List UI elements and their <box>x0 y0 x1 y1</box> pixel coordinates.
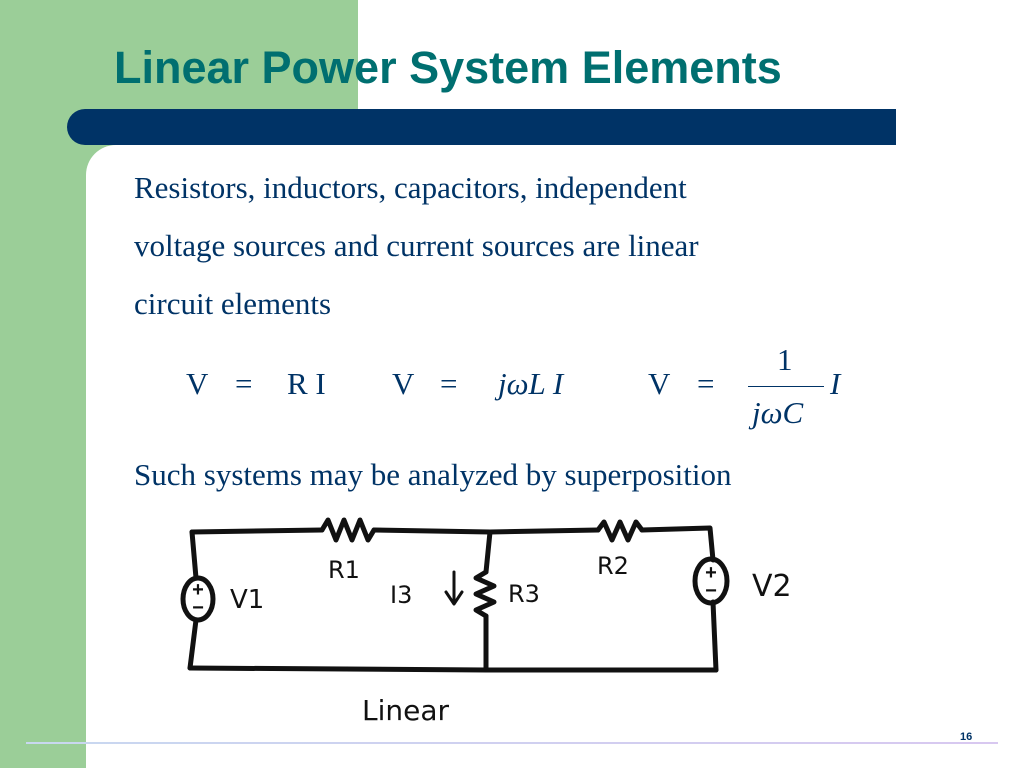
label-v1: V1 <box>230 585 264 615</box>
resistor-r1 <box>319 517 377 543</box>
body-line: voltage sources and current sources are … <box>134 228 699 263</box>
label-r2: R2 <box>597 552 629 580</box>
title-bar <box>67 109 896 145</box>
eq3-lhs: V <box>648 366 671 401</box>
resistor-r2 <box>595 519 645 543</box>
eq3-factor: I <box>830 366 841 401</box>
eq2-lhs: V <box>392 366 415 401</box>
wire <box>639 525 716 563</box>
eq3-numerator: 1 <box>777 342 793 377</box>
eq1-lhs: V <box>186 366 209 401</box>
label-i3: I3 <box>390 581 412 609</box>
v1-minus-sign: − <box>192 597 204 619</box>
body-line: Resistors, inductors, capacitors, indepe… <box>134 170 687 205</box>
wire <box>189 529 199 581</box>
wire <box>189 527 325 535</box>
v2-minus-sign: − <box>705 580 717 602</box>
v2-plus-sign: + <box>705 562 717 584</box>
wire <box>710 599 719 673</box>
label-r3: R3 <box>508 580 540 608</box>
wire <box>371 527 601 535</box>
resistor-r3 <box>473 569 497 619</box>
label-linear: Linear <box>362 694 450 727</box>
wire <box>187 617 199 671</box>
eq1-rhs: R I <box>287 366 326 401</box>
voltage-source-v2 <box>692 556 730 606</box>
eq2-equals: = <box>440 366 458 401</box>
content-area <box>86 145 1024 768</box>
label-v2: V2 <box>752 569 792 604</box>
wire <box>187 665 719 673</box>
body-paragraph: Resistors, inductors, capacitors, indepe… <box>134 159 934 333</box>
eq3-denominator: jωC <box>752 395 804 430</box>
circuit-diagram: + − + − V1 R1 I3 R3 R2 V2 Linear <box>180 517 792 727</box>
slide-title: Linear Power System Elements <box>114 42 782 93</box>
v1-plus-sign: + <box>192 579 204 601</box>
footer-rule <box>26 742 998 744</box>
body-line: circuit elements <box>134 286 332 321</box>
eq1-equals: = <box>235 366 253 401</box>
current-arrow-icon <box>444 570 464 606</box>
voltage-source-v1 <box>180 575 216 623</box>
conclusion-text: Such systems may be analyzed by superpos… <box>134 457 732 492</box>
eq3-equals: = <box>697 366 715 401</box>
fraction-bar <box>748 386 824 387</box>
wire <box>483 529 493 575</box>
label-r1: R1 <box>328 556 360 584</box>
eq2-rhs: jωL I <box>498 366 564 401</box>
page-number: 16 <box>960 731 973 743</box>
